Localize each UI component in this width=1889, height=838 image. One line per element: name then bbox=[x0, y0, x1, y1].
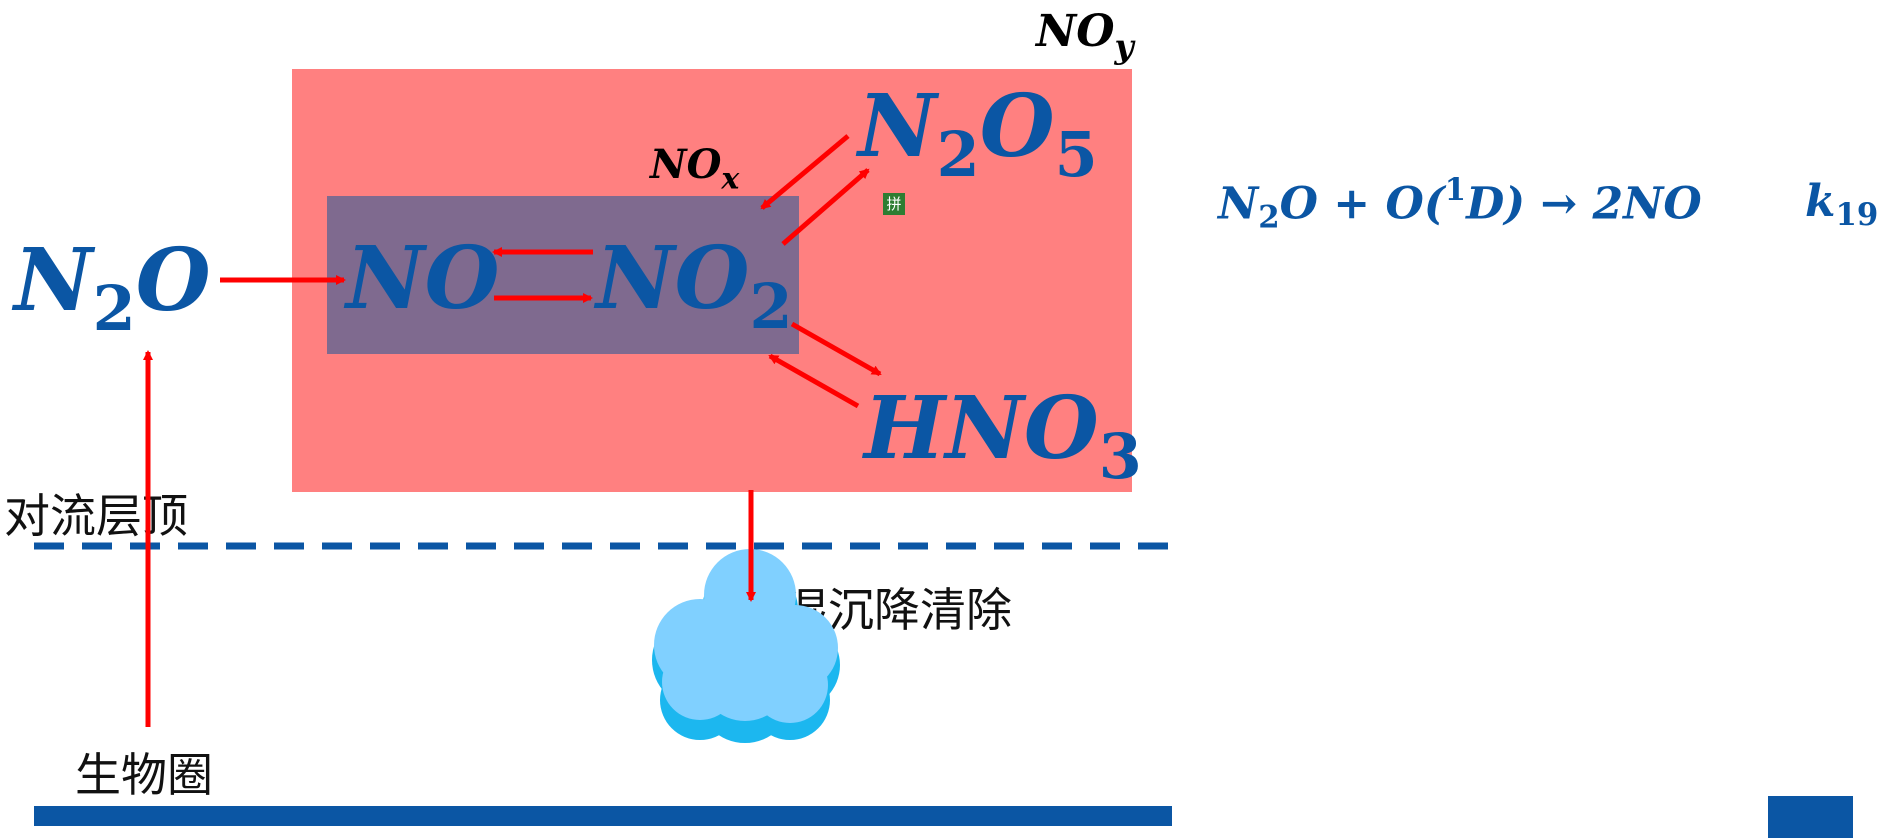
rate-constant-base: k bbox=[1805, 176, 1836, 227]
no2-base: NO bbox=[596, 228, 750, 329]
n2o5-label: N2O5 bbox=[858, 84, 1098, 186]
eq-n: N bbox=[1218, 178, 1259, 230]
nox-label: NOx bbox=[650, 145, 739, 195]
n2o-o: O bbox=[135, 230, 211, 331]
nox-label-base: NO bbox=[650, 141, 722, 188]
n2o5-sub1: 2 bbox=[936, 117, 980, 191]
no-label: NO bbox=[346, 236, 500, 322]
noy-label-sub: y bbox=[1114, 26, 1134, 66]
rate-constant-sub: 19 bbox=[1835, 197, 1879, 234]
eq-o-plus: O + O( bbox=[1279, 178, 1445, 230]
hno3-label: HNO3 bbox=[864, 386, 1142, 488]
n2o-n: N bbox=[14, 230, 93, 331]
nox-region-box bbox=[327, 196, 799, 354]
arrow-no2-to-hno3 bbox=[790, 321, 882, 377]
hno3-base: HNO bbox=[864, 378, 1099, 479]
hno3-sub: 3 bbox=[1098, 419, 1142, 493]
arrow-n2o5-to-nox bbox=[760, 134, 850, 210]
n2o5-sub2: 5 bbox=[1054, 117, 1098, 191]
tropopause-label: 对流层顶 bbox=[4, 489, 188, 543]
ground-line bbox=[34, 806, 1172, 826]
nox-label-sub: x bbox=[721, 161, 740, 197]
n2o5-n: N bbox=[858, 76, 937, 177]
eq-d-arrow: D) → 2NO bbox=[1466, 178, 1702, 230]
reaction-equation: N2O + O(1D) → 2NO bbox=[1218, 172, 1702, 236]
arrow-no2-to-n2o5 bbox=[781, 168, 870, 246]
noy-label-base: NO bbox=[1036, 6, 1115, 57]
n2o-label: N2O bbox=[14, 238, 211, 340]
slide-nav-square[interactable] bbox=[1768, 796, 1853, 838]
eq-sub2: 2 bbox=[1258, 199, 1280, 236]
pinyin-ime-icon[interactable]: 拼 bbox=[883, 193, 905, 215]
n2o5-o: O bbox=[979, 76, 1055, 177]
n2o-sub: 2 bbox=[92, 271, 136, 345]
noy-label: NOy bbox=[1036, 10, 1134, 63]
no-text: NO bbox=[346, 228, 500, 329]
cloud-icon bbox=[652, 549, 840, 743]
eq-sup1: 1 bbox=[1444, 172, 1467, 208]
rate-constant: k19 bbox=[1805, 176, 1878, 233]
no2-sub: 2 bbox=[749, 269, 793, 343]
no2-label: NO2 bbox=[596, 236, 793, 338]
arrow-hno3-to-no2 bbox=[768, 353, 860, 409]
biosphere-label: 生物圈 bbox=[75, 748, 213, 802]
